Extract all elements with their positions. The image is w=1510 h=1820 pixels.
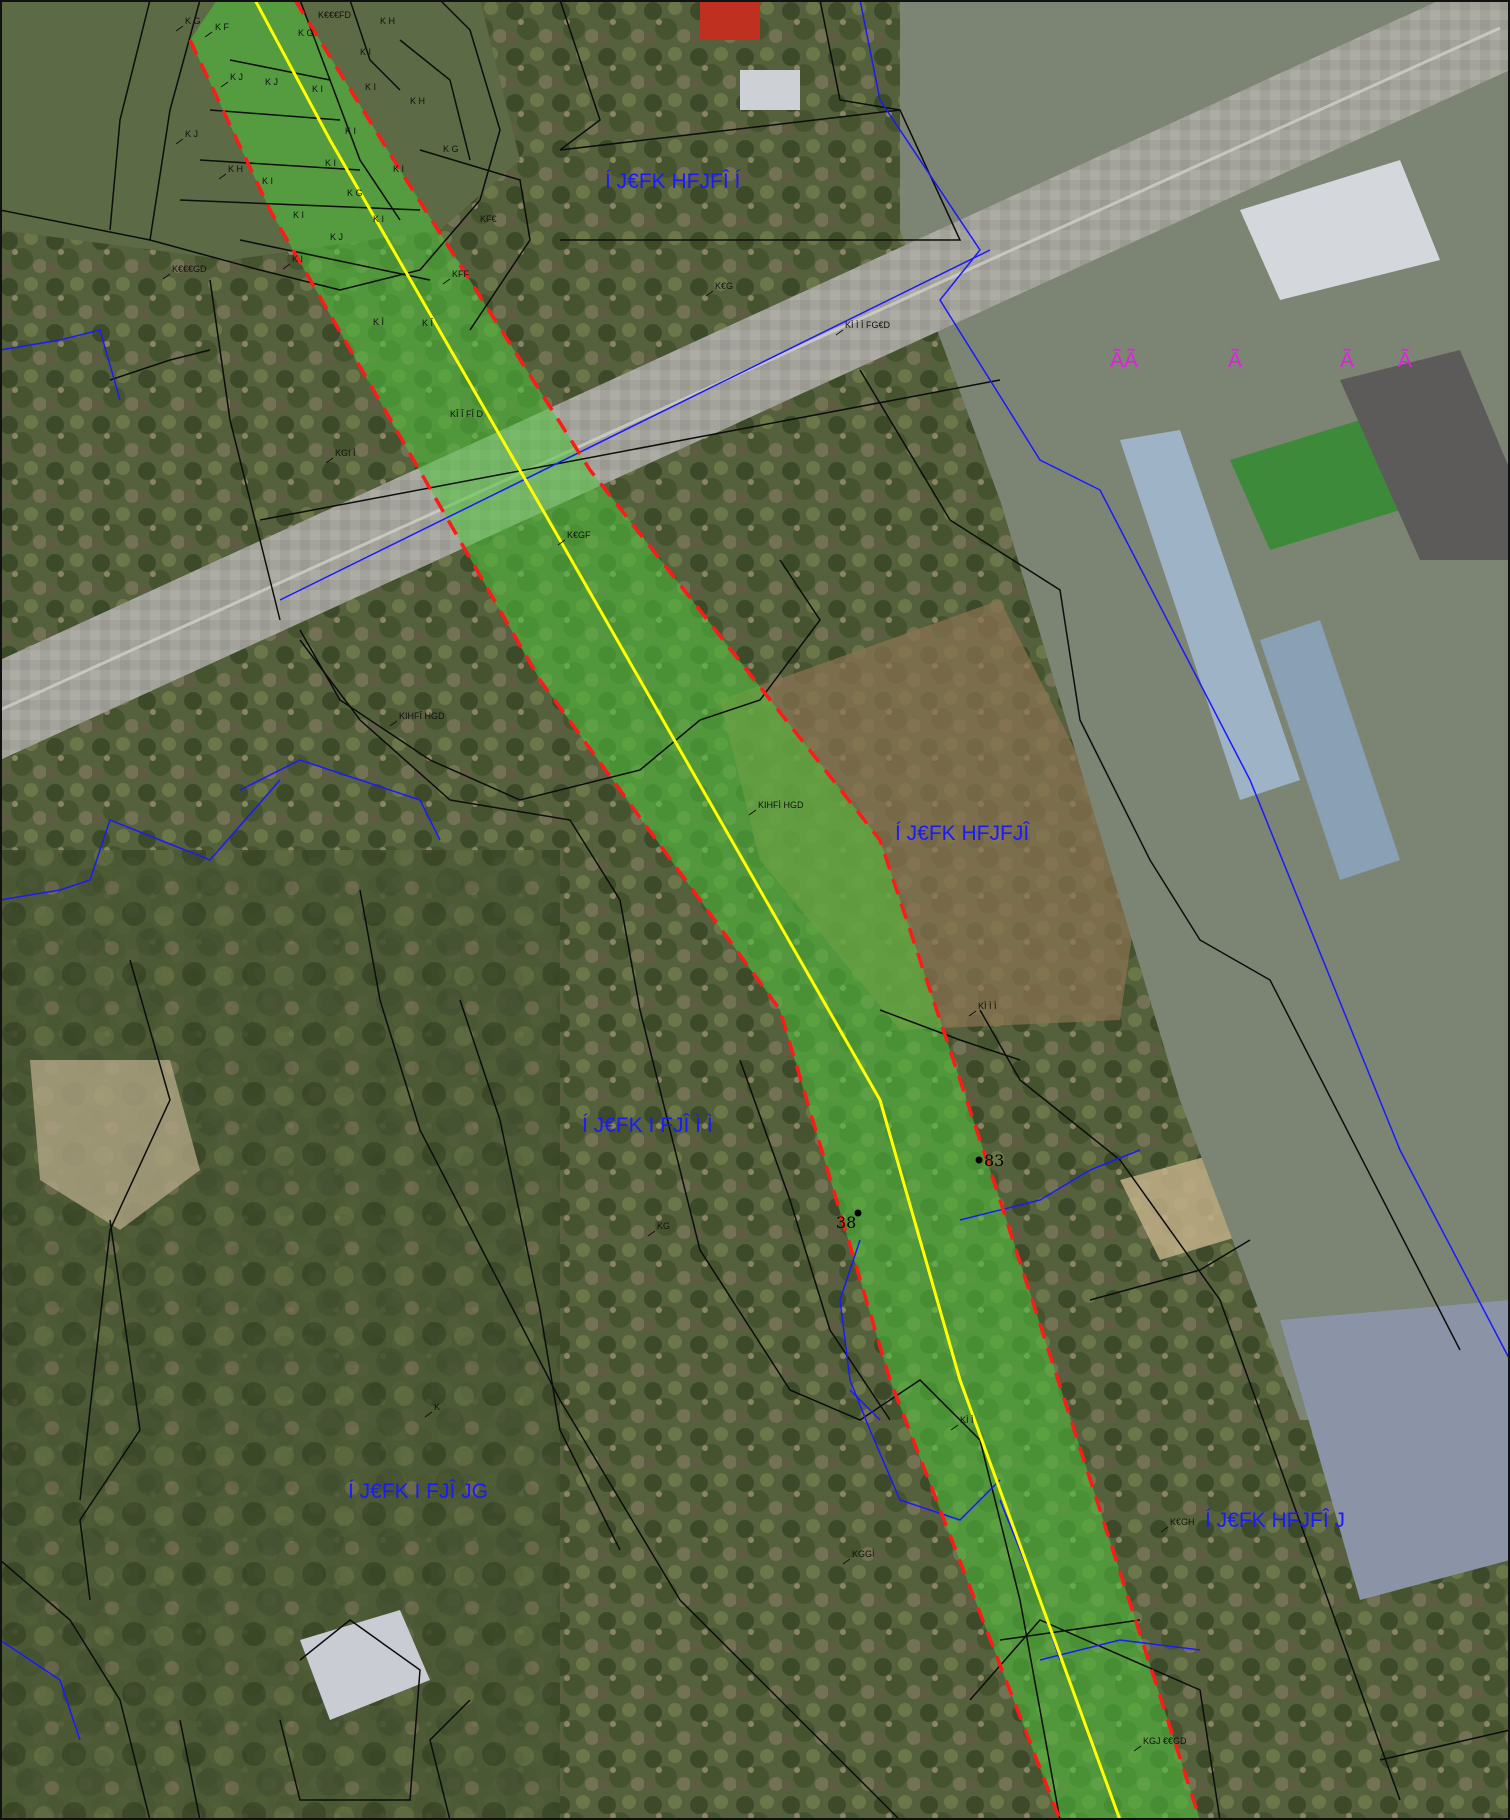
corridor-boundaries [188, 0, 1202, 1820]
parcel-label: KÌ Ì [960, 1415, 974, 1425]
parcel-labels: K G K F K€€€FD K H K G K I K J K J K I K… [172, 10, 1195, 1746]
survey-point-label: 83 [984, 1151, 1004, 1170]
survey-point [975, 1156, 983, 1164]
parcel-label: K€G [715, 281, 733, 291]
survey-point-label: 38 [836, 1213, 856, 1232]
parcel-label: K J [330, 232, 343, 242]
sports-field [1230, 420, 1400, 550]
building-roof [1120, 430, 1300, 800]
parcel-label: K I [325, 158, 336, 168]
quarter-labels: Í J€FK HFJFÎ Í Í J€FK HFJFJÎ Í J€FK I FJ… [348, 170, 1345, 1532]
parcel-label: K F [215, 22, 230, 32]
building-roof [300, 1610, 430, 1720]
survey-point [854, 1209, 862, 1217]
parcel-label: K H [380, 16, 395, 26]
parcel-label: K J [265, 77, 278, 87]
quarter-label: Í J€FK I FJÎ JG [348, 1480, 488, 1503]
parcel-label: K G [298, 28, 314, 38]
quarter-label: Í J€FK HFJFÎ J [1205, 1509, 1345, 1532]
parcel-label: K I [360, 47, 371, 57]
quarter-boundaries [0, 0, 1510, 1741]
right-of-way-corridor [190, 0, 1200, 1820]
parcel-label: K€€€FD [318, 10, 352, 20]
parcel-label: K G [443, 144, 459, 154]
building-label: ÃÃ [1110, 348, 1138, 372]
parcel-label: KG [657, 1221, 670, 1231]
parcel-label: K I [262, 176, 273, 186]
parcel-label: K J [230, 72, 243, 82]
parcel-label: K€€€GD [172, 264, 207, 274]
parcel-label: K Î [422, 318, 434, 328]
building-roof [740, 70, 800, 110]
parcel-label: K I [293, 210, 304, 220]
parcel-label: KIHFÎ HGD [399, 711, 445, 721]
building-roof [1280, 1300, 1510, 1600]
parcel-label: KF€ [480, 214, 497, 224]
building-roof [1340, 350, 1510, 560]
building-roof [1240, 160, 1440, 300]
parcel-label: K I [373, 214, 384, 224]
survey-points: 83 38 [836, 1151, 1004, 1232]
parcel-label: KÎ Î FÎ D [450, 409, 484, 419]
parcel-label: K H [228, 164, 243, 174]
parcel-label: KGGÌ [852, 1549, 875, 1559]
parcel-label: KGJ €€GD [1143, 1736, 1187, 1746]
parcel-label: KFF [452, 269, 470, 279]
parcel-label: KÌ Ì Ì [978, 1001, 997, 1011]
parcel-label: K€GH [1170, 1517, 1195, 1527]
parcel-label: K Ì [373, 317, 384, 327]
parcel-label: K I [345, 126, 356, 136]
building-labels: ÃÃ Ã Ã Ã [1110, 348, 1412, 372]
quarter-label: Í J€FK HFJFJÎ [895, 822, 1030, 845]
building-label: Ã [1340, 348, 1354, 372]
building-label: Ã [1228, 348, 1242, 372]
parcel-label: K I [312, 84, 323, 94]
parcel-label: K I [393, 164, 404, 174]
parcel-label: K [434, 1402, 440, 1412]
building-roof [700, 0, 760, 40]
parcel-label: KIHFÌ HGD [758, 800, 804, 810]
corridor-axis [253, 0, 1122, 1820]
parcel-label: K J [185, 129, 198, 139]
parcel-label: KÌ Ì Ì FG€D [845, 320, 891, 330]
parcel-label: KGI Ì [335, 448, 356, 458]
parcel-label: K€GF [567, 530, 591, 540]
parcel-label: K I [365, 82, 376, 92]
building-roof [1260, 620, 1400, 880]
parcel-label: K G [185, 16, 201, 26]
label-leaders [162, 25, 1169, 1752]
parcel-label: K I [292, 254, 303, 264]
building-label: Ã [1398, 348, 1412, 372]
quarter-label: Í J€FK I FJÎ Ì Ì [582, 1114, 713, 1137]
parcel-label: K H [410, 96, 425, 106]
quarter-label: Í J€FK HFJFÎ Í [605, 170, 741, 193]
parcel-label: K G [347, 188, 363, 198]
